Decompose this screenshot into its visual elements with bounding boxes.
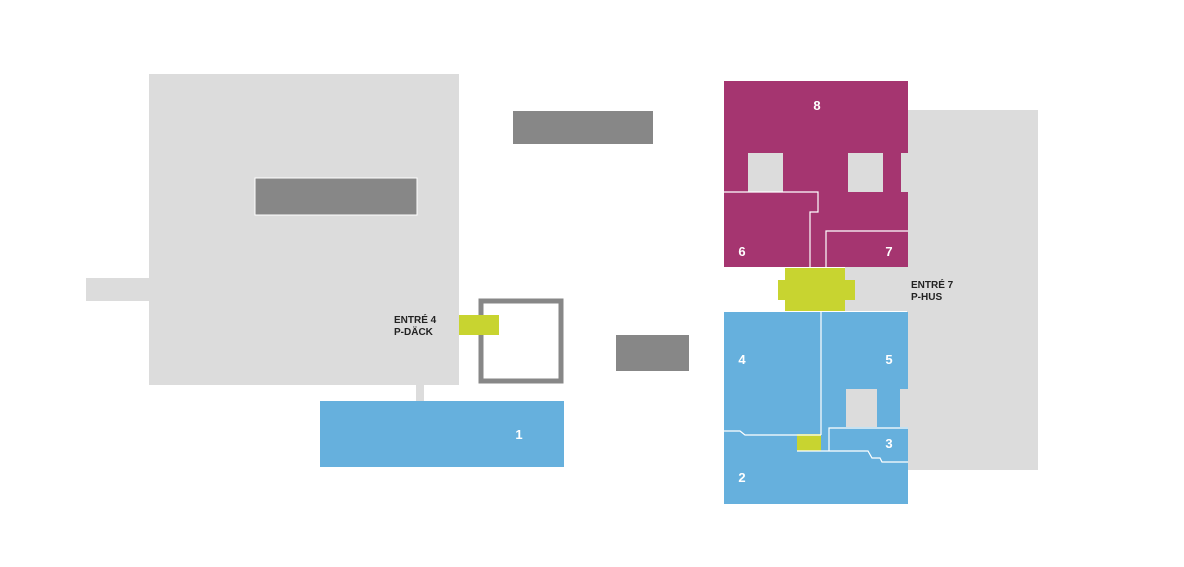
zone-1-label: 1	[515, 427, 522, 442]
zone-8[interactable]: 8	[724, 81, 908, 267]
entrance-4-label-line2: P-DÄCK	[394, 325, 434, 338]
zone-5-courtyard-notch	[900, 389, 908, 427]
entrance-7-label-line2: P-HUS	[911, 292, 942, 303]
zone-4-label: 4	[738, 352, 746, 367]
entrance-4-marker[interactable]	[459, 315, 499, 335]
entrance-7-marker[interactable]	[778, 268, 855, 311]
zone-7-boundary	[825, 230, 908, 267]
zone-8-courtyard-edge	[901, 153, 908, 192]
main-building	[149, 74, 459, 385]
entrance-4-label-line1: ENTRÉ 4	[394, 313, 437, 326]
zone-8-courtyard-right	[848, 153, 883, 192]
parking-garage-building	[907, 110, 1038, 470]
inner-entrance-marker[interactable]	[797, 434, 821, 451]
zone-5-label: 5	[885, 352, 892, 367]
zone-6-label: 6	[738, 244, 745, 259]
zone-2-label: 2	[738, 470, 745, 485]
zone-3-label: 3	[885, 436, 892, 451]
zone-4-2-boundary	[724, 430, 821, 436]
connector-stub	[416, 384, 424, 402]
zone-1[interactable]: 1	[320, 401, 564, 467]
zone-2-boundary	[797, 450, 908, 463]
zone-blue-block[interactable]	[724, 312, 908, 504]
zone-1-area[interactable]	[320, 401, 564, 467]
entrance-7-label-line1: ENTRÉ 7	[911, 278, 954, 291]
zone-5-courtyard	[846, 389, 877, 427]
zone-3-boundary	[828, 427, 908, 451]
zone-6-boundary	[724, 191, 819, 267]
dark-block-top	[513, 111, 653, 144]
dark-block-middle	[616, 335, 689, 371]
parking-deck-outline	[478, 298, 564, 384]
corridor-left	[86, 278, 150, 301]
entrance-7-corridor	[845, 265, 908, 311]
inner-dark-block	[254, 177, 418, 216]
zone-7-label: 7	[885, 244, 892, 259]
zone-8-courtyard-left	[748, 153, 783, 192]
zone-8-label: 8	[813, 98, 820, 113]
zone-blue-area[interactable]	[724, 312, 908, 504]
